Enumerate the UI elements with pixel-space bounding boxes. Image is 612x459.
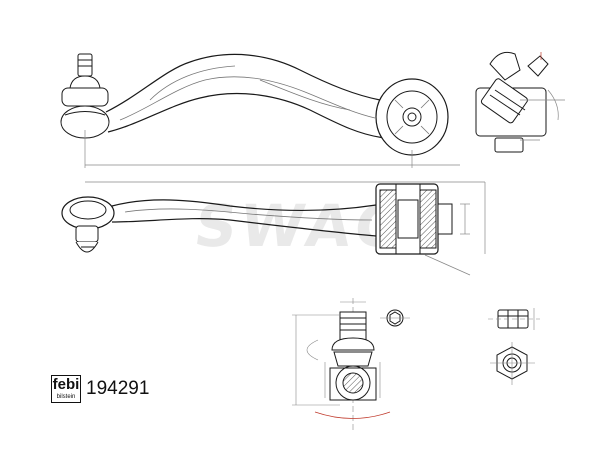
ball-joint-detail	[292, 298, 410, 430]
control-arm-end-view	[475, 51, 565, 153]
part-number: 194291	[86, 378, 150, 399]
nut-detail	[488, 308, 540, 385]
control-arm-side-view	[61, 181, 486, 276]
logo-subtext: bilstein	[56, 394, 76, 400]
febi-logo: febi bilstein	[51, 375, 81, 403]
control-arm-top-view	[60, 53, 460, 168]
logo-text: febi	[52, 376, 80, 393]
